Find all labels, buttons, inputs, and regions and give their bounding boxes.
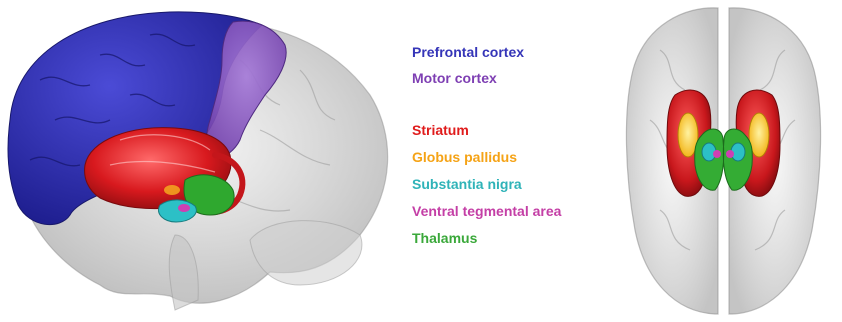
brain-lateral-view-icon xyxy=(0,0,400,322)
vta-left xyxy=(713,150,721,158)
legend-item-motor: Motor cortex xyxy=(412,70,497,86)
legend: Prefrontal cortex Motor cortex Striatum … xyxy=(412,0,612,322)
legend-item-pallidus: Globus pallidus xyxy=(412,149,517,165)
substantia-nigra-region xyxy=(159,200,197,222)
vta-right xyxy=(726,150,734,158)
brain-axial-view-icon xyxy=(605,0,842,322)
legend-item-prefrontal: Prefrontal cortex xyxy=(412,44,524,60)
brain-lateral-view xyxy=(0,0,400,322)
thalamus-axial xyxy=(695,129,753,190)
legend-item-thalamus: Thalamus xyxy=(412,230,477,246)
vta-region xyxy=(178,204,190,212)
legend-item-striatum: Striatum xyxy=(412,122,469,138)
brain-axial-view xyxy=(605,0,842,322)
legend-item-nigra: Substantia nigra xyxy=(412,176,522,192)
legend-item-vta: Ventral tegmental area xyxy=(412,203,561,219)
